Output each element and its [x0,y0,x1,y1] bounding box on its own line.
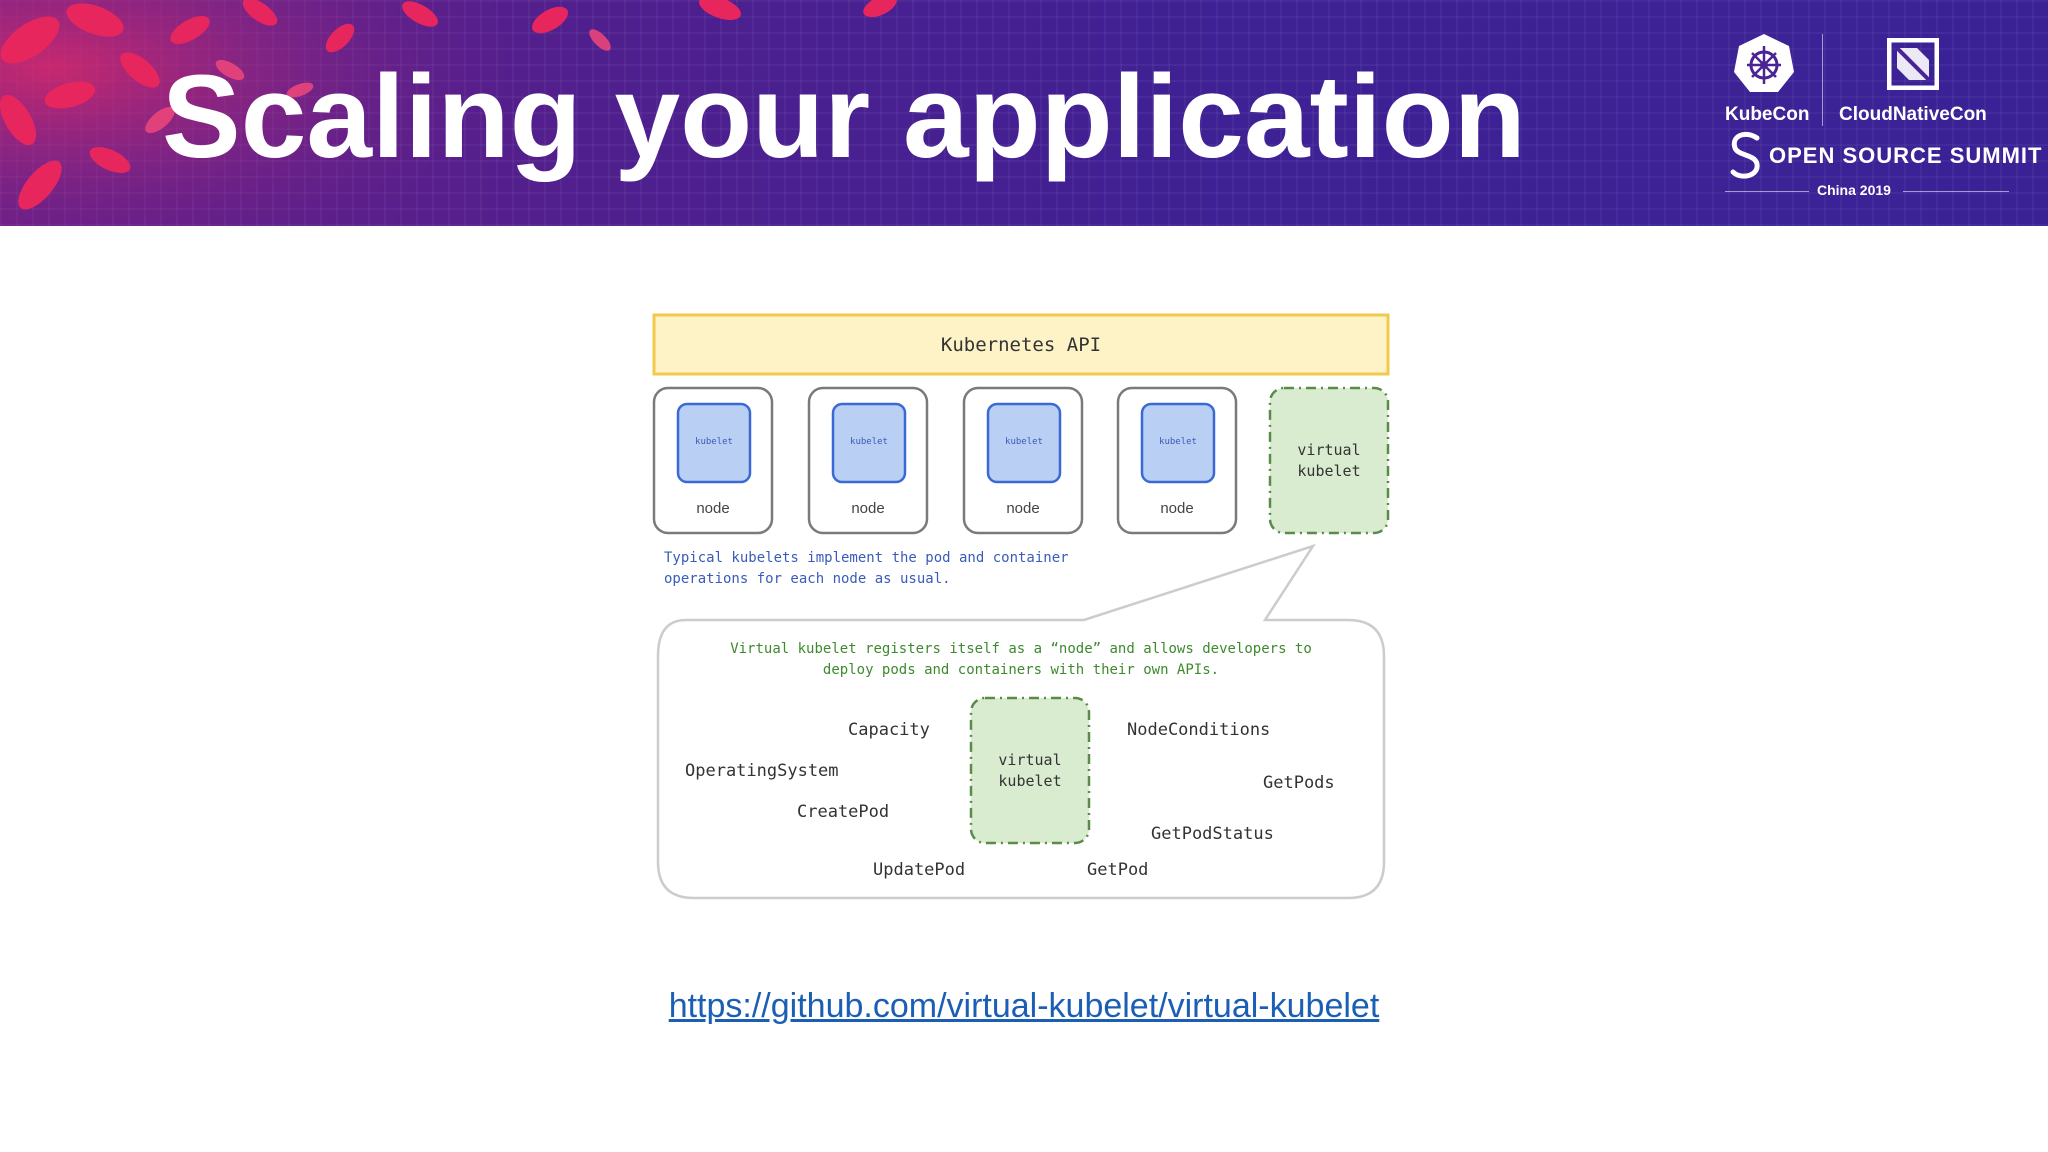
node-box-3 [962,386,1084,535]
virtual-kubelet-diagram: Kubernetes API kubelet kubelet kubelet k… [648,310,1394,910]
node-label: node [696,500,730,517]
kubelet-label: kubelet [1159,437,1197,447]
virtual-kubelet-center-label: virtual kubelet [998,751,1062,790]
event-edition-text: China 2019 [1817,182,1891,198]
node-label: node [1006,500,1040,517]
virtual-kubelet-center-box [969,696,1091,845]
virtual-kubelet-node-box [1268,386,1390,535]
cloudnativecon-icon [1887,38,1939,90]
kubernetes-helm-icon [1734,34,1794,92]
node-box-4 [1116,386,1238,535]
operation-create-pod: CreatePod [797,802,890,822]
kubernetes-api-label: Kubernetes API [940,333,1102,356]
node-box-1 [652,386,774,535]
logo-rule-right [1903,191,2009,192]
node-label: node [1160,500,1194,517]
kubelet-label: kubelet [695,437,733,447]
header-banner: Scaling your application KubeCon CloudNa… [0,0,2048,226]
kubelet-label: kubelet [850,437,888,447]
slide-title: Scaling your application [162,51,1526,183]
operation-get-pod: GetPod [1087,860,1149,880]
operation-node-conditions: NodeConditions [1127,720,1271,740]
operation-capacity: Capacity [848,720,930,740]
cloudnativecon-logo-text: CloudNativeCon [1839,104,1987,125]
logo-divider [1822,34,1823,126]
diagram-shapes [652,313,1390,900]
typical-kubelets-note: Typical kubelets implement the pod and c… [664,550,1069,587]
virtual-kubelet-note: Virtual kubelet registers itself as a “n… [730,641,1312,678]
open-source-summit-icon [1730,131,1760,179]
node-box-2 [807,386,929,535]
node-label: node [851,500,885,517]
kubernetes-api-box [652,313,1390,376]
logo-rule-left [1725,191,1809,192]
operation-update-pod: UpdatePod [873,860,966,880]
event-logos: KubeCon CloudNativeCon OPEN SOURCE SUMMI… [1715,30,2041,210]
operation-operating-system: OperatingSystem [685,761,839,781]
operation-get-pods: GetPods [1263,773,1335,793]
kubecon-logo-text: KubeCon [1725,104,1810,125]
operation-get-pod-status: GetPodStatus [1151,824,1274,844]
open-source-summit-text: OPEN SOURCE SUMMIT [1769,143,2043,168]
github-link[interactable]: https://github.com/virtual-kubelet/virtu… [668,987,1380,1025]
floral-decoration [0,0,897,226]
kubelet-label: kubelet [1005,437,1043,447]
virtual-kubelet-node-label: virtual kubelet [1297,441,1361,480]
